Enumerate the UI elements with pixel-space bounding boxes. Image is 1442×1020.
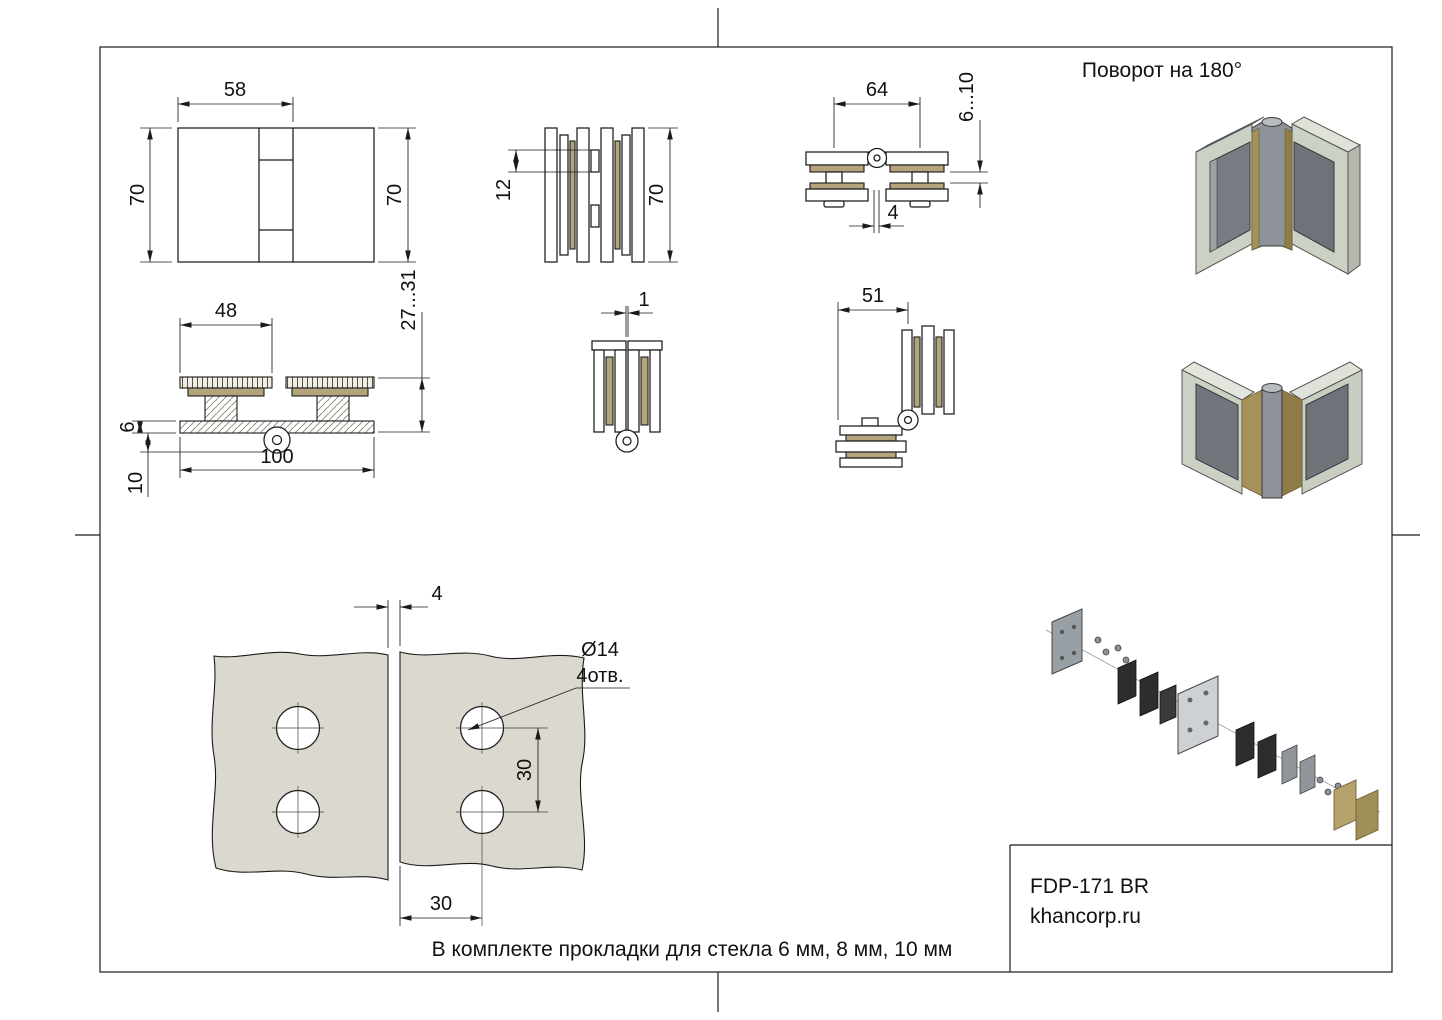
dim-base-thickness: 6 — [117, 421, 139, 432]
render-open-90 — [1181, 361, 1363, 499]
gasket-note: В комплекте прокладки для стекла 6 мм, 8… — [432, 938, 953, 961]
dim-glass-thickness-range: 6...10 — [956, 72, 978, 122]
rotation-label: Поворот на 180° — [1082, 59, 1242, 82]
dim-total-length: 100 — [260, 446, 293, 468]
dim-front-width: 58 — [224, 79, 246, 101]
exploded-assembly — [1045, 608, 1381, 841]
dim-plate-width: 48 — [215, 300, 237, 322]
dim-closed-gap: 1 — [638, 289, 649, 311]
title-block-site: khancorp.ru — [1030, 905, 1141, 928]
dim-hole-diameter: Ø14 — [581, 639, 619, 661]
view-section-gap: 1 — [591, 289, 663, 453]
dim-open-span: 64 — [866, 79, 888, 101]
dim-front-height-left: 70 — [127, 184, 149, 206]
title-block: FDP-171 BR khancorp.ru — [1009, 844, 1392, 972]
dim-corner-span: 51 — [862, 285, 884, 307]
glass-cutout-drawing: 4 Ø14 4отв. 30 30 — [211, 583, 630, 926]
view-side: 12 70 — [493, 127, 678, 263]
dim-front-height-right: 70 — [384, 184, 406, 206]
title-block-model: FDP-171 BR — [1030, 875, 1149, 898]
dim-hole-pitch: 30 — [514, 759, 536, 781]
view-open-180: 64 6...10 4 — [805, 72, 988, 233]
dim-screw-offset: 12 — [493, 179, 515, 201]
dim-hole-count: 4отв. — [576, 665, 623, 687]
dim-thickness-range: 27...31 — [398, 269, 420, 330]
dim-hole-edge-offset: 30 — [430, 893, 452, 915]
view-top: 48 100 6 10 27...31 — [117, 269, 430, 497]
view-corner-90: 51 — [835, 285, 955, 468]
dim-open-glass-gap: 4 — [887, 202, 898, 224]
dim-knuckle-offset: 10 — [125, 472, 147, 494]
view-front: 58 70 70 — [127, 79, 416, 263]
drawing-frame — [75, 8, 1420, 1012]
render-closed-180 — [1195, 116, 1362, 275]
dim-side-height: 70 — [646, 184, 668, 206]
dim-cut-gap: 4 — [431, 583, 442, 605]
